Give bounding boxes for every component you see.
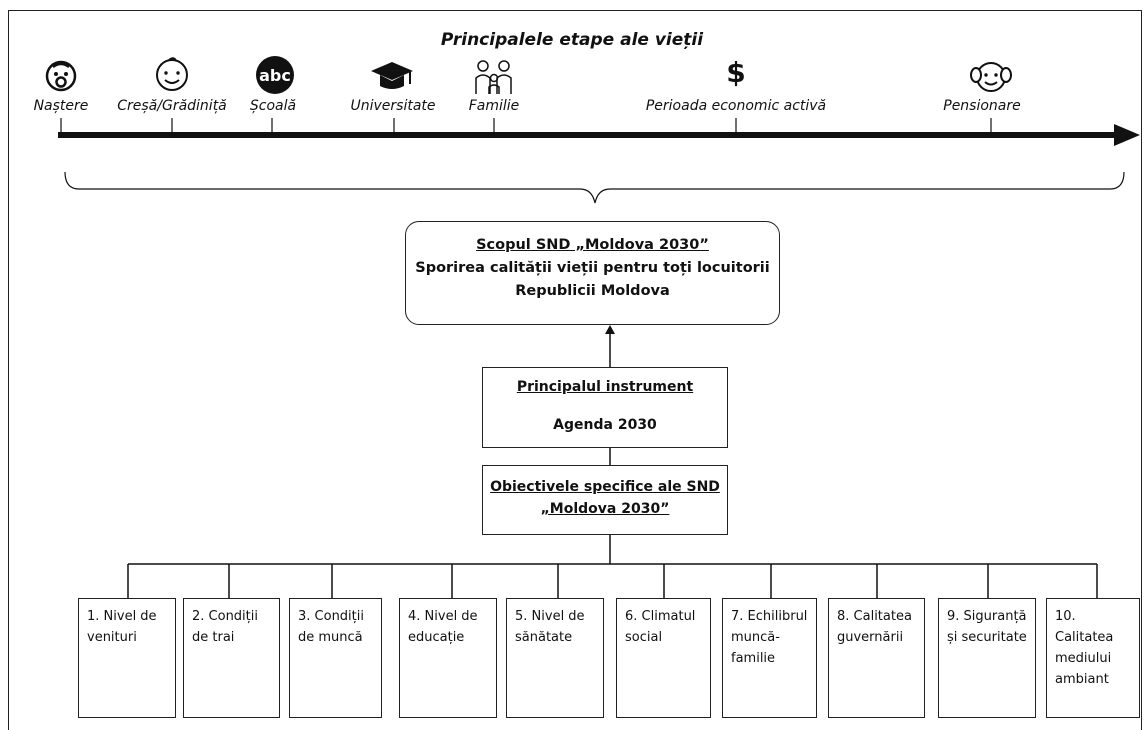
goal-line-2: Republicii Moldova	[515, 283, 670, 299]
baby-face-icon	[45, 60, 77, 92]
timeline-ticks	[60, 118, 992, 138]
elder-face-icon	[970, 62, 1012, 92]
abc-badge-text: abc	[259, 66, 291, 85]
stage-label-nastere: Naștere	[33, 98, 89, 114]
child-face-icon	[156, 57, 188, 91]
brace	[64, 171, 1125, 204]
graduation-cap-icon	[371, 62, 413, 89]
goal-line-1: Sporirea calității vieții pentru toți lo…	[415, 260, 770, 276]
objective-box-4: 4. Nivel de educație	[399, 598, 497, 718]
goal-heading: Scopul SND „Moldova 2030”	[476, 237, 709, 253]
stage-label-universitate: Universitate	[350, 98, 436, 114]
objective-box-3: 3. Condiții de muncă	[289, 598, 382, 718]
stage-label-scoala: Școală	[249, 98, 297, 114]
objective-box-7: 7. Echilibrul muncă-familie	[722, 598, 817, 718]
stage-label-pensionare: Pensionare	[943, 98, 1021, 114]
instrument-box: Principalul instrument Agenda 2030	[482, 367, 728, 448]
stage-label-cresa: Creșă/Grădiniță	[117, 98, 227, 114]
diagram-frame	[8, 10, 1142, 730]
diagram-title: Principalele etape ale vieții	[440, 30, 704, 50]
objectives-line-1: Obiectivele specifice ale SND	[490, 479, 720, 495]
stage-label-familie: Familie	[468, 98, 520, 114]
abc-badge-icon: abc	[256, 56, 294, 94]
tree-drops	[127, 564, 1098, 598]
objective-box-10: 10. Calitatea mediului ambiant	[1046, 598, 1140, 718]
objectives-box: Obiectivele specifice ale SND „Moldova 2…	[482, 465, 728, 535]
objective-box-1: 1. Nivel de venituri	[78, 598, 176, 718]
objective-box-8: 8. Calitatea guvernării	[828, 598, 925, 718]
objectives-line-2: „Moldova 2030”	[540, 501, 670, 517]
objective-box-5: 5. Nivel de sănătate	[506, 598, 604, 718]
instrument-heading: Principalul instrument	[516, 379, 694, 395]
objective-box-2: 2. Condiții de trai	[183, 598, 280, 718]
arrowhead-goal	[605, 325, 615, 334]
family-icon	[475, 60, 512, 94]
dollar-icon: $	[726, 56, 746, 89]
objective-box-9: 9. Siguranță și securitate	[938, 598, 1036, 718]
stage-label-perioada-activa: Perioada economic activă	[645, 98, 827, 114]
goal-box: Scopul SND „Moldova 2030” Sporirea calit…	[405, 221, 780, 325]
instrument-value: Agenda 2030	[553, 417, 657, 433]
objective-box-6: 6. Climatul social	[616, 598, 711, 718]
timeline-arrowhead	[1114, 124, 1140, 146]
